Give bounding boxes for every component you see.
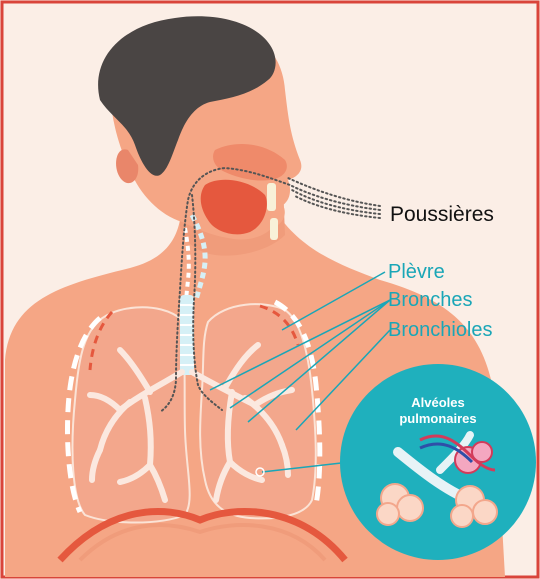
inset-title-line1: Alvéoles	[411, 395, 464, 410]
trachea-rings	[180, 305, 194, 365]
label-bronchi: Bronches	[388, 289, 473, 311]
teeth-lower	[270, 218, 278, 240]
label-bronchioles: Bronchioles	[388, 319, 493, 341]
label-dust: Poussières	[390, 203, 494, 226]
teeth	[267, 183, 276, 211]
inset-title-line2: pulmonaires	[399, 411, 476, 426]
label-pleura: Plèvre	[388, 261, 445, 283]
alveoli-inset	[340, 364, 536, 560]
left-lung	[72, 307, 189, 522]
